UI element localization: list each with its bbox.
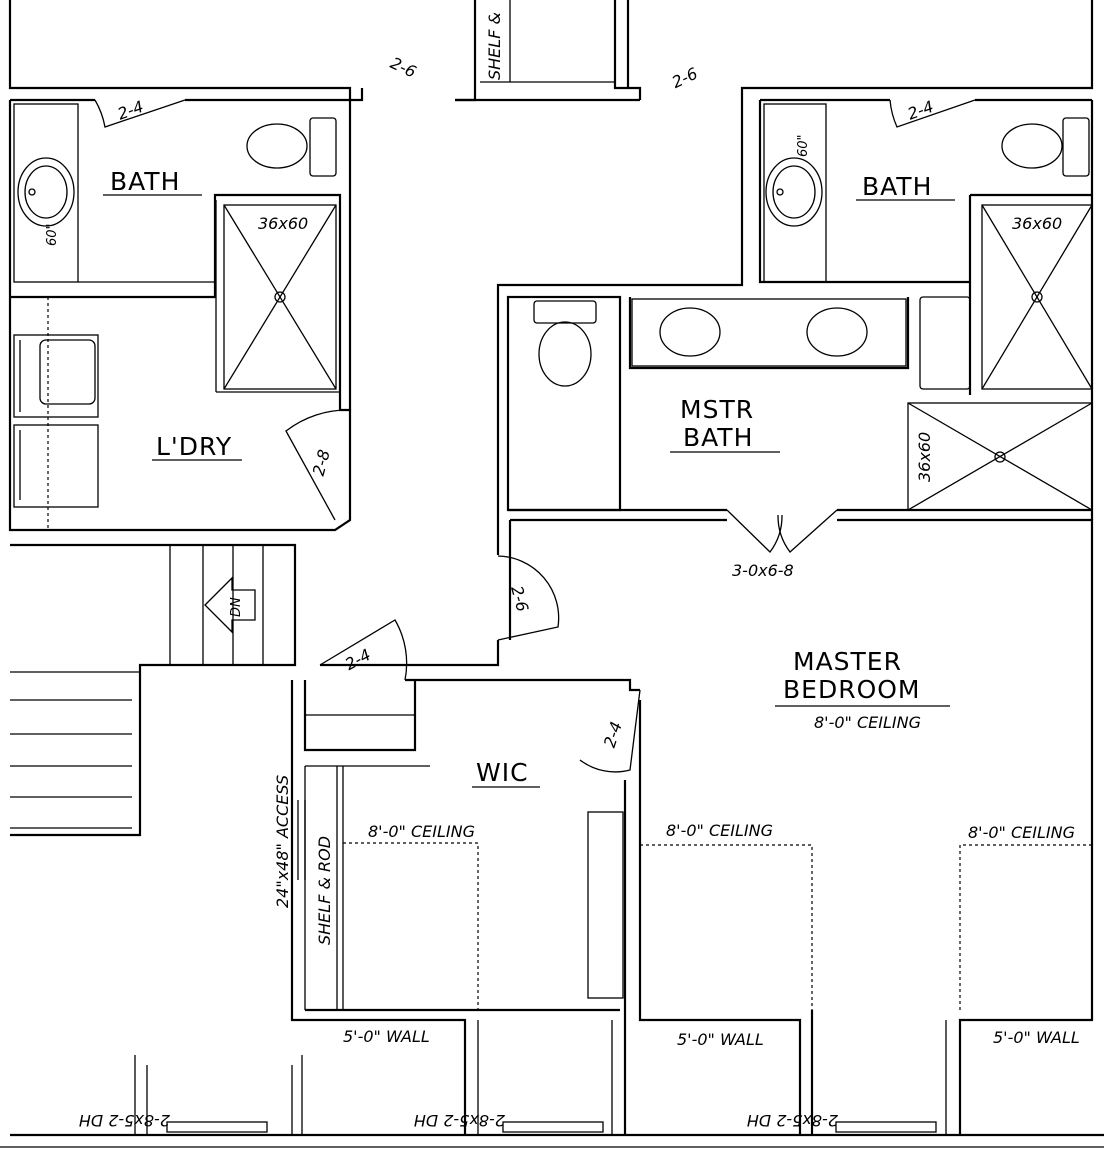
master-bedroom (508, 518, 1094, 1135)
door-label-wic: 2-4 (600, 719, 626, 750)
room-label-laundry: L'DRY (156, 432, 232, 461)
room-label-wic: WIC (476, 758, 529, 787)
door-label-top-left: 2-6 (387, 53, 419, 81)
window-label-mid: 2-8x5-2 DH (414, 1111, 505, 1130)
ceiling-label-wic: 8'-0" CEILING (368, 822, 475, 841)
stairs (10, 543, 297, 837)
vanity-label-left: 60" (45, 223, 60, 246)
room-label-bath-right: BATH (862, 172, 932, 201)
shower-label-right: 36x60 (1012, 214, 1062, 233)
left-bath (8, 98, 352, 412)
exterior-wall (0, 1020, 1104, 1148)
door-label-bath-right: 2-4 (905, 97, 936, 124)
attic-access-label: 24"x48" ACCESS (273, 775, 292, 908)
laundry (8, 297, 352, 532)
shower-label-left: 36x60 (258, 214, 308, 233)
master-bedroom-ceiling-label: 8'-0" CEILING (814, 713, 921, 732)
wall-label-left: 5'-0" WALL (343, 1027, 430, 1046)
wall-label-right: 5'-0" WALL (993, 1028, 1080, 1047)
hall-and-wic (290, 100, 744, 1135)
room-label-master-bedroom-line2: BEDROOM (783, 675, 921, 704)
wall-label-mid: 5'-0" WALL (677, 1030, 764, 1049)
top-walls (8, 0, 1094, 102)
room-label-master-bath-line2: BATH (683, 423, 753, 452)
room-label-master-bedroom-line1: MASTER (793, 647, 902, 676)
door-label-laundry: 2-8 (309, 448, 334, 478)
ceiling-label-right: 8'-0" CEILING (968, 823, 1075, 842)
master-bath (506, 295, 1093, 553)
stair-direction-label: DN (229, 597, 244, 617)
window-label-left: 2-8x5-2 DH (79, 1111, 170, 1130)
shower-label-master: 36x60 (915, 432, 934, 482)
door-label-master-bath: 3-0x6-8 (732, 561, 794, 580)
door-label-top-right: 2-6 (669, 64, 701, 92)
ceiling-label-mid: 8'-0" CEILING (666, 821, 773, 840)
shelf-rod-label: SHELF & ROD (315, 836, 334, 945)
vanity-label-right: 60" (796, 134, 811, 157)
room-label-bath-left: BATH (110, 167, 180, 196)
shelf-label-top: SHELF & (485, 12, 504, 80)
room-label-master-bath-line1: MSTR (680, 395, 754, 424)
door-label-bath-left: 2-4 (115, 97, 146, 124)
window-label-right: 2-8x5-2 DH (747, 1111, 838, 1130)
